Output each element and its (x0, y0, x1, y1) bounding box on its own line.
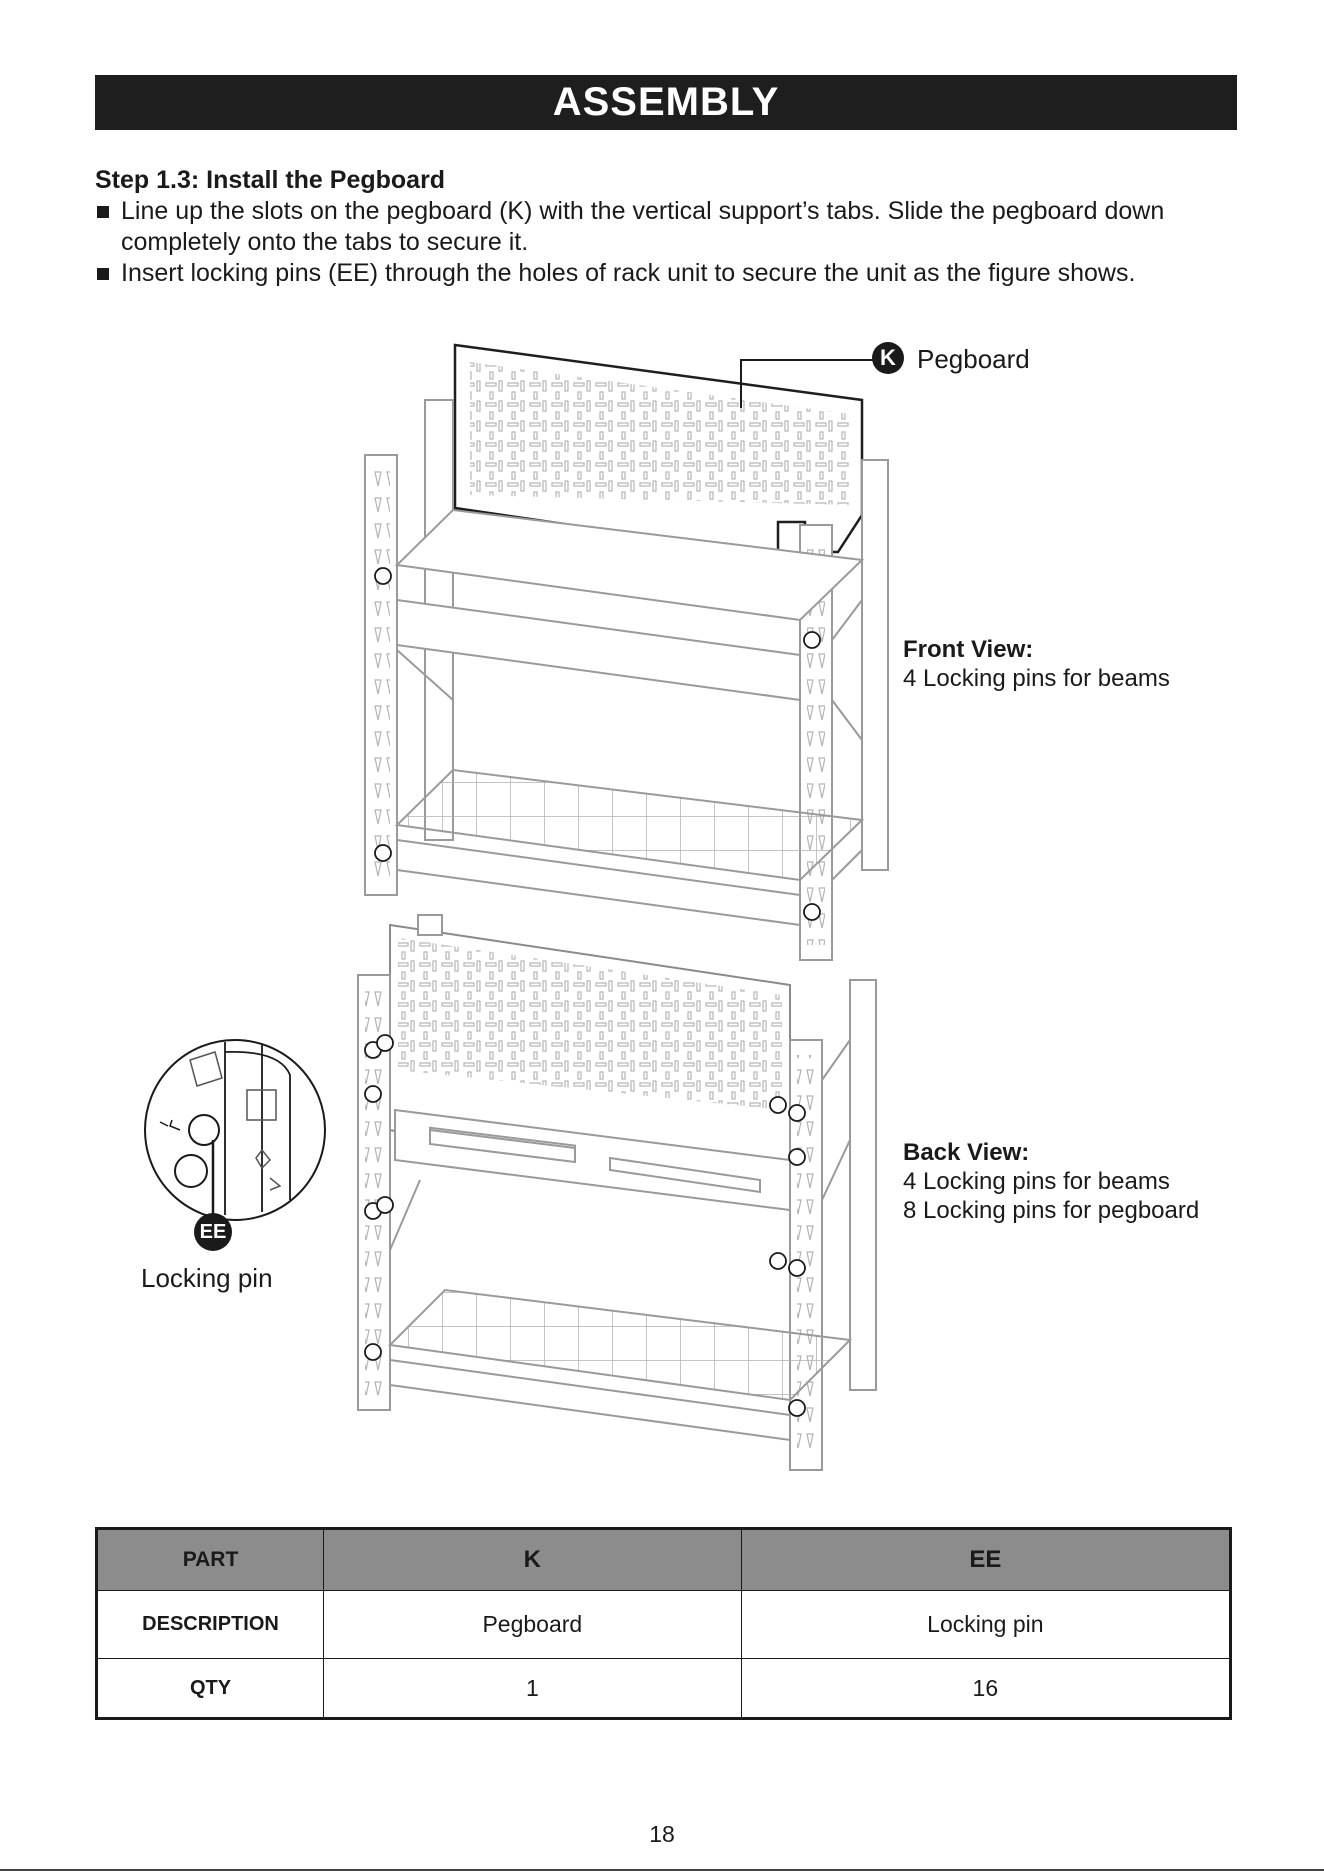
instruction-bullet: Line up the slots on the pegboard (K) wi… (95, 196, 1245, 258)
front-view-caption: Front View: 4 Locking pins for beams (903, 635, 1170, 693)
detail-magnifier (144, 1039, 326, 1251)
back-view-caption: Back View: 4 Locking pins for beams 8 Lo… (903, 1138, 1199, 1225)
page-number: 18 (649, 1821, 675, 1847)
callout-ee-badge: EE (199, 1221, 227, 1243)
section-banner: ASSEMBLY (95, 75, 1237, 130)
front-view-illustration (364, 343, 889, 961)
callout-k-badge: K (880, 345, 896, 370)
table-row: PART K EE (96, 1528, 1232, 1591)
front-pin-markers (374, 567, 821, 921)
part-ee: EE (740, 1528, 1232, 1591)
footer-divider (0, 1869, 1324, 1871)
row-header-part: PART (96, 1528, 324, 1591)
description-ee: Locking pin (740, 1590, 1232, 1659)
parts-table: PART K EE DESCRIPTION Pegboard Locking p… (95, 1527, 1232, 1720)
front-view-line1: 4 Locking pins for beams (903, 665, 1170, 692)
back-pin-markers (364, 1034, 806, 1417)
instruction-text: Line up the slots on the pegboard (K) wi… (121, 197, 1165, 256)
callout-ee-label: Locking pin (141, 1263, 273, 1293)
row-header-description: DESCRIPTION (96, 1590, 324, 1659)
table-row: DESCRIPTION Pegboard Locking pin (96, 1590, 1232, 1659)
bullet-square-icon (97, 206, 109, 218)
step-title: Step 1.3: Install the Pegboard (95, 166, 446, 194)
back-view-line1: 4 Locking pins for beams (903, 1168, 1170, 1195)
back-view-title: Back View: (903, 1139, 1030, 1166)
back-view-line2: 8 Locking pins for pegboard (903, 1197, 1200, 1224)
instruction-bullet: Insert locking pins (EE) through the hol… (95, 258, 1245, 289)
front-view-title: Front View: (903, 636, 1034, 663)
part-k: K (323, 1528, 742, 1591)
description-k: Pegboard (323, 1590, 742, 1659)
instruction-text: Insert locking pins (EE) through the hol… (121, 259, 1136, 287)
callout-k-label: Pegboard (917, 344, 1030, 374)
row-header-qty: QTY (96, 1658, 324, 1719)
instructions: Line up the slots on the pegboard (K) wi… (95, 196, 1245, 289)
table-row: QTY 1 16 (96, 1658, 1232, 1719)
back-view-illustration (357, 914, 877, 1471)
bullet-square-icon (97, 268, 109, 280)
qty-ee: 16 (740, 1658, 1232, 1719)
callout-k-leader (740, 342, 904, 408)
qty-k: 1 (323, 1658, 742, 1719)
assembly-illustration (144, 342, 904, 1471)
